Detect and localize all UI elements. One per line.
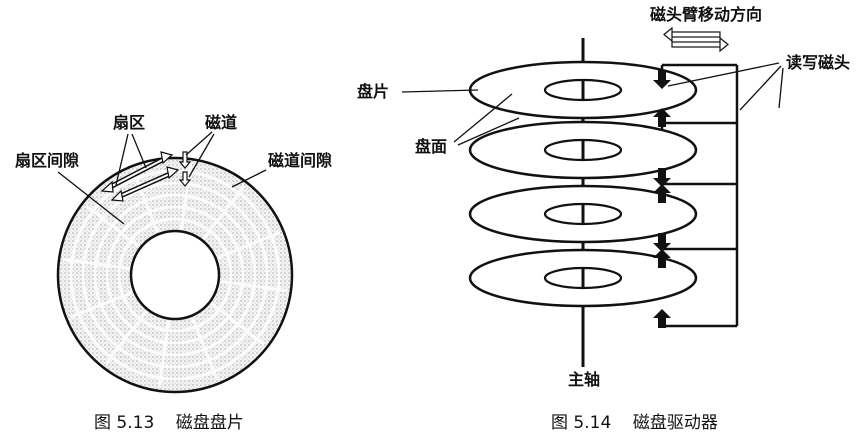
caption-right: 图 5.14 磁盘驱动器 [551, 413, 718, 433]
label-platter: 盘片 [357, 82, 389, 101]
rw-head [653, 233, 671, 252]
sector-gap-line [69, 290, 133, 319]
platter-figure: 扇区 磁道 扇区间隙 磁道间隙 图 5.13 磁盘盘片 [15, 113, 332, 433]
label-track-gap: 磁道间隙 [268, 151, 332, 170]
platter-hole [129, 229, 221, 321]
label-sector-gap: 扇区间隙 [15, 151, 79, 170]
platter [468, 120, 698, 180]
label-spindle: 主轴 [568, 370, 600, 389]
label-arm-direction: 磁头臂移动方向 [650, 5, 762, 24]
rw-head-leader-b [739, 65, 782, 111]
sector-gap-line [190, 317, 219, 381]
sector-gap-line [85, 204, 140, 248]
rw-head [653, 108, 671, 127]
rw-head [653, 70, 671, 89]
label-rw-head: 读写磁头 [786, 53, 850, 72]
surface-leader-b [457, 117, 520, 146]
platter-leader [401, 89, 479, 93]
sector-gap-line [131, 169, 160, 233]
sector-gaps [62, 162, 288, 388]
rw-head-leader-a [667, 62, 780, 87]
track-leader-a [185, 131, 213, 156]
sector-gap-line [104, 310, 148, 365]
sector-leader-a [131, 133, 147, 169]
label-track: 磁道 [205, 113, 237, 132]
sector-gap-line [210, 302, 265, 346]
platter [468, 248, 698, 308]
sector-gap-leader [57, 171, 125, 225]
sector-gap-line [202, 185, 246, 240]
actuator-frame [660, 63, 739, 328]
platter [468, 60, 698, 120]
platters [468, 60, 698, 308]
sector-arrow-2 [110, 166, 180, 202]
label-sector: 扇区 [113, 113, 145, 132]
sector-gap-line [179, 162, 193, 230]
caption-left: 图 5.13 磁盘盘片 [94, 413, 244, 433]
rw-head-leader-c [778, 67, 784, 109]
track-leader-b [188, 133, 215, 178]
rw-head [653, 168, 671, 187]
surface-leader-a [453, 93, 513, 143]
drive-figure: 磁头臂移动方向 读写磁头 盘片 盘面 主轴 图 5.14 磁盘驱动器 [357, 5, 850, 433]
arm-direction-arrow [663, 26, 729, 53]
sector-gap-line [220, 279, 288, 293]
platter [468, 184, 698, 244]
rw-head [653, 184, 671, 203]
sector-leader-b [115, 133, 129, 186]
rw-heads [653, 70, 671, 328]
sector-gap-line [157, 320, 171, 388]
sector-gap-line [62, 257, 130, 271]
rw-head [653, 309, 671, 328]
rw-head [653, 249, 671, 268]
track-gap-leader [231, 169, 267, 188]
sector-gap-line [217, 231, 281, 260]
label-surface: 盘面 [415, 137, 447, 156]
sector-arrow-1 [100, 151, 174, 193]
